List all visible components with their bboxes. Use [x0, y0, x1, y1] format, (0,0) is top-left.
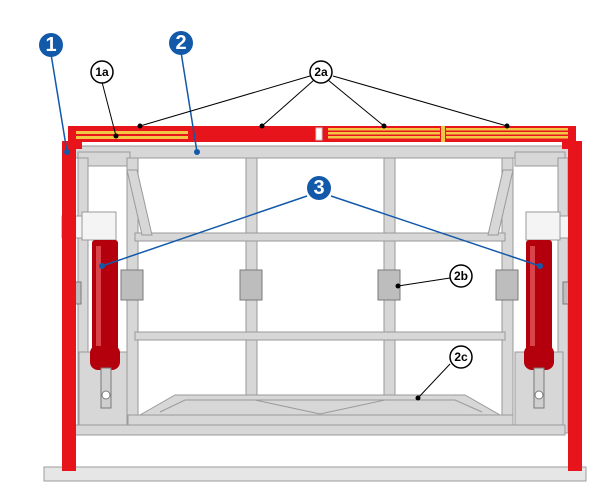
leader-lines-black — [101, 75, 508, 399]
base-plate — [43, 466, 587, 482]
callout-2b: 2b — [449, 264, 473, 288]
leader-lines-blue — [50, 51, 541, 267]
callout-3: 3 — [307, 176, 331, 200]
callout-2a-label: 2a — [314, 65, 328, 79]
leader-dots — [64, 149, 543, 269]
callout-2b-label: 2b — [454, 269, 468, 283]
callout-1a: 1a — [90, 60, 114, 84]
post-brackets — [72, 269, 572, 305]
callout-2-label: 2 — [175, 32, 186, 54]
top-rail — [68, 126, 576, 142]
callout-3-label: 3 — [313, 177, 324, 199]
hydraulic-cylinders — [90, 240, 554, 409]
callout-2: 2 — [169, 31, 193, 55]
callout-2c: 2c — [449, 345, 473, 369]
callout-2a: 2a — [309, 60, 333, 84]
callout-1-label: 1 — [45, 34, 56, 56]
black-dots — [113, 123, 510, 401]
callout-1: 1 — [39, 33, 63, 57]
callout-1a-label: 1a — [95, 65, 109, 79]
red-outer-frame — [62, 141, 582, 471]
scissor-tray — [159, 399, 483, 415]
callout-2c-label: 2c — [454, 350, 468, 364]
